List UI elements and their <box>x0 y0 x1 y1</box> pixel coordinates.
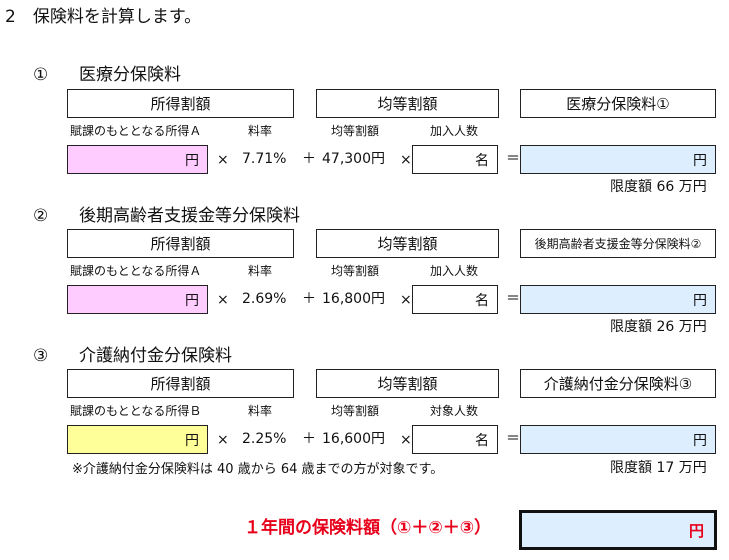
section-title: 医療分保険料 <box>79 65 181 85</box>
unit-yen: 円 <box>185 432 199 449</box>
rate-value: 2.69% <box>242 291 287 307</box>
label-income-base: 賦課のもととなる所得Ａ <box>70 124 202 138</box>
plus-sign: ＋ <box>302 291 316 307</box>
premium-result: 円 <box>520 425 716 454</box>
equal-amount-value: 16,800円 <box>322 291 385 307</box>
unit-mei: 名 <box>475 152 489 169</box>
section-title: 介護納付金分保険料 <box>79 346 232 366</box>
member-count-input[interactable]: 名 <box>412 285 498 314</box>
header-equal-portion: 均等割額 <box>316 369 499 398</box>
label-rate: 料率 <box>248 124 273 138</box>
target-count-input[interactable]: 名 <box>412 425 498 454</box>
section-number: ① <box>33 65 49 85</box>
multiply-sign: × <box>217 152 229 168</box>
multiply-sign: × <box>400 152 412 168</box>
header-equal-portion: 均等割額 <box>316 229 499 258</box>
plus-sign: ＋ <box>302 431 316 447</box>
label-equal-amount: 均等割額 <box>331 264 380 278</box>
total-premium-result: 円 <box>519 510 717 550</box>
limit-amount: 限度額 26 万円 <box>610 319 707 335</box>
equals-sign: ＝ <box>506 291 520 307</box>
income-input[interactable]: 円 <box>67 425 208 454</box>
section-number: ② <box>33 206 49 226</box>
label-rate: 料率 <box>248 404 273 418</box>
label-income-base: 賦課のもととなる所得Ｂ <box>70 404 202 418</box>
header-premium: 介護納付金分保険料③ <box>520 369 716 398</box>
limit-amount: 限度額 17 万円 <box>610 460 707 476</box>
unit-yen: 円 <box>693 292 707 309</box>
income-input[interactable]: 円 <box>67 285 208 314</box>
header-premium: 後期高齢者支援金等分保険料② <box>520 229 716 258</box>
unit-yen: 円 <box>185 292 199 309</box>
premium-result: 円 <box>520 285 716 314</box>
multiply-sign: × <box>217 432 229 448</box>
label-equal-amount: 均等割額 <box>331 124 380 138</box>
unit-yen: 円 <box>185 152 199 169</box>
member-count-input[interactable]: 名 <box>412 145 498 174</box>
header-income-portion: 所得割額 <box>67 369 294 398</box>
section-number: ③ <box>33 346 49 366</box>
equals-sign: ＝ <box>506 431 520 447</box>
label-member-count: 加入人数 <box>430 264 479 278</box>
income-input[interactable]: 円 <box>67 145 208 174</box>
rate-value: 7.71% <box>242 151 287 167</box>
rate-value: 2.25% <box>242 431 287 447</box>
unit-mei: 名 <box>475 432 489 449</box>
multiply-sign: × <box>217 292 229 308</box>
unit-yen: 円 <box>693 152 707 169</box>
unit-yen: 円 <box>693 432 707 449</box>
plus-sign: ＋ <box>302 151 316 167</box>
header-income-portion: 所得割額 <box>67 89 294 118</box>
section-title: 後期高齢者支援金等分保険料 <box>79 206 300 226</box>
page-heading: 2 保険料を計算します。 <box>5 7 202 27</box>
label-target-count: 対象人数 <box>430 404 479 418</box>
equal-amount-value: 47,300円 <box>322 151 385 167</box>
age-note: ※介護納付金分保険料は 40 歳から 64 歳までの方が対象です。 <box>72 462 444 477</box>
label-equal-amount: 均等割額 <box>331 404 380 418</box>
premium-result: 円 <box>520 145 716 174</box>
limit-amount: 限度額 66 万円 <box>610 179 707 195</box>
equals-sign: ＝ <box>506 151 520 167</box>
multiply-sign: × <box>400 292 412 308</box>
equal-amount-value: 16,600円 <box>322 431 385 447</box>
total-label: １年間の保険料額（①＋②＋③） <box>244 518 492 538</box>
label-member-count: 加入人数 <box>430 124 479 138</box>
total-unit-yen: 円 <box>688 521 704 540</box>
header-premium: 医療分保険料① <box>520 89 716 118</box>
label-rate: 料率 <box>248 264 273 278</box>
header-equal-portion: 均等割額 <box>316 89 499 118</box>
unit-mei: 名 <box>475 292 489 309</box>
multiply-sign: × <box>400 432 412 448</box>
label-income-base: 賦課のもととなる所得Ａ <box>70 264 202 278</box>
header-income-portion: 所得割額 <box>67 229 294 258</box>
